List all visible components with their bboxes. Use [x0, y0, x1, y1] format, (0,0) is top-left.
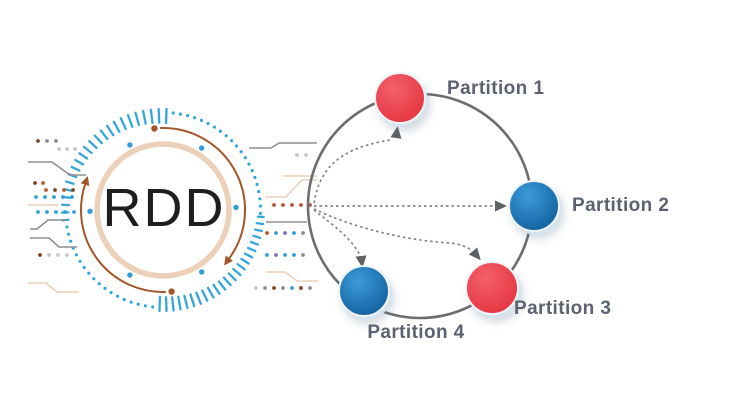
partition-4-label: Partition 4: [367, 322, 465, 343]
partition-4-node: [338, 265, 390, 317]
rdd-outer-ring: [94, 141, 232, 279]
lineage-arrows: [313, 126, 507, 268]
partition-3-node: [465, 261, 519, 315]
inner-dots: [87, 142, 239, 278]
tick-ring: [60, 107, 265, 313]
partition-1-label: Partition 1: [447, 78, 545, 99]
rdd-label: RDD: [102, 178, 226, 238]
partition-3-label: Partition 3: [514, 298, 612, 319]
dot-ring: [65, 111, 263, 309]
partition-2-node: [508, 180, 560, 232]
rotation-arrows: [80, 125, 246, 295]
partition-2-label: Partition 2: [572, 195, 670, 216]
partition-1-node: [374, 72, 426, 124]
